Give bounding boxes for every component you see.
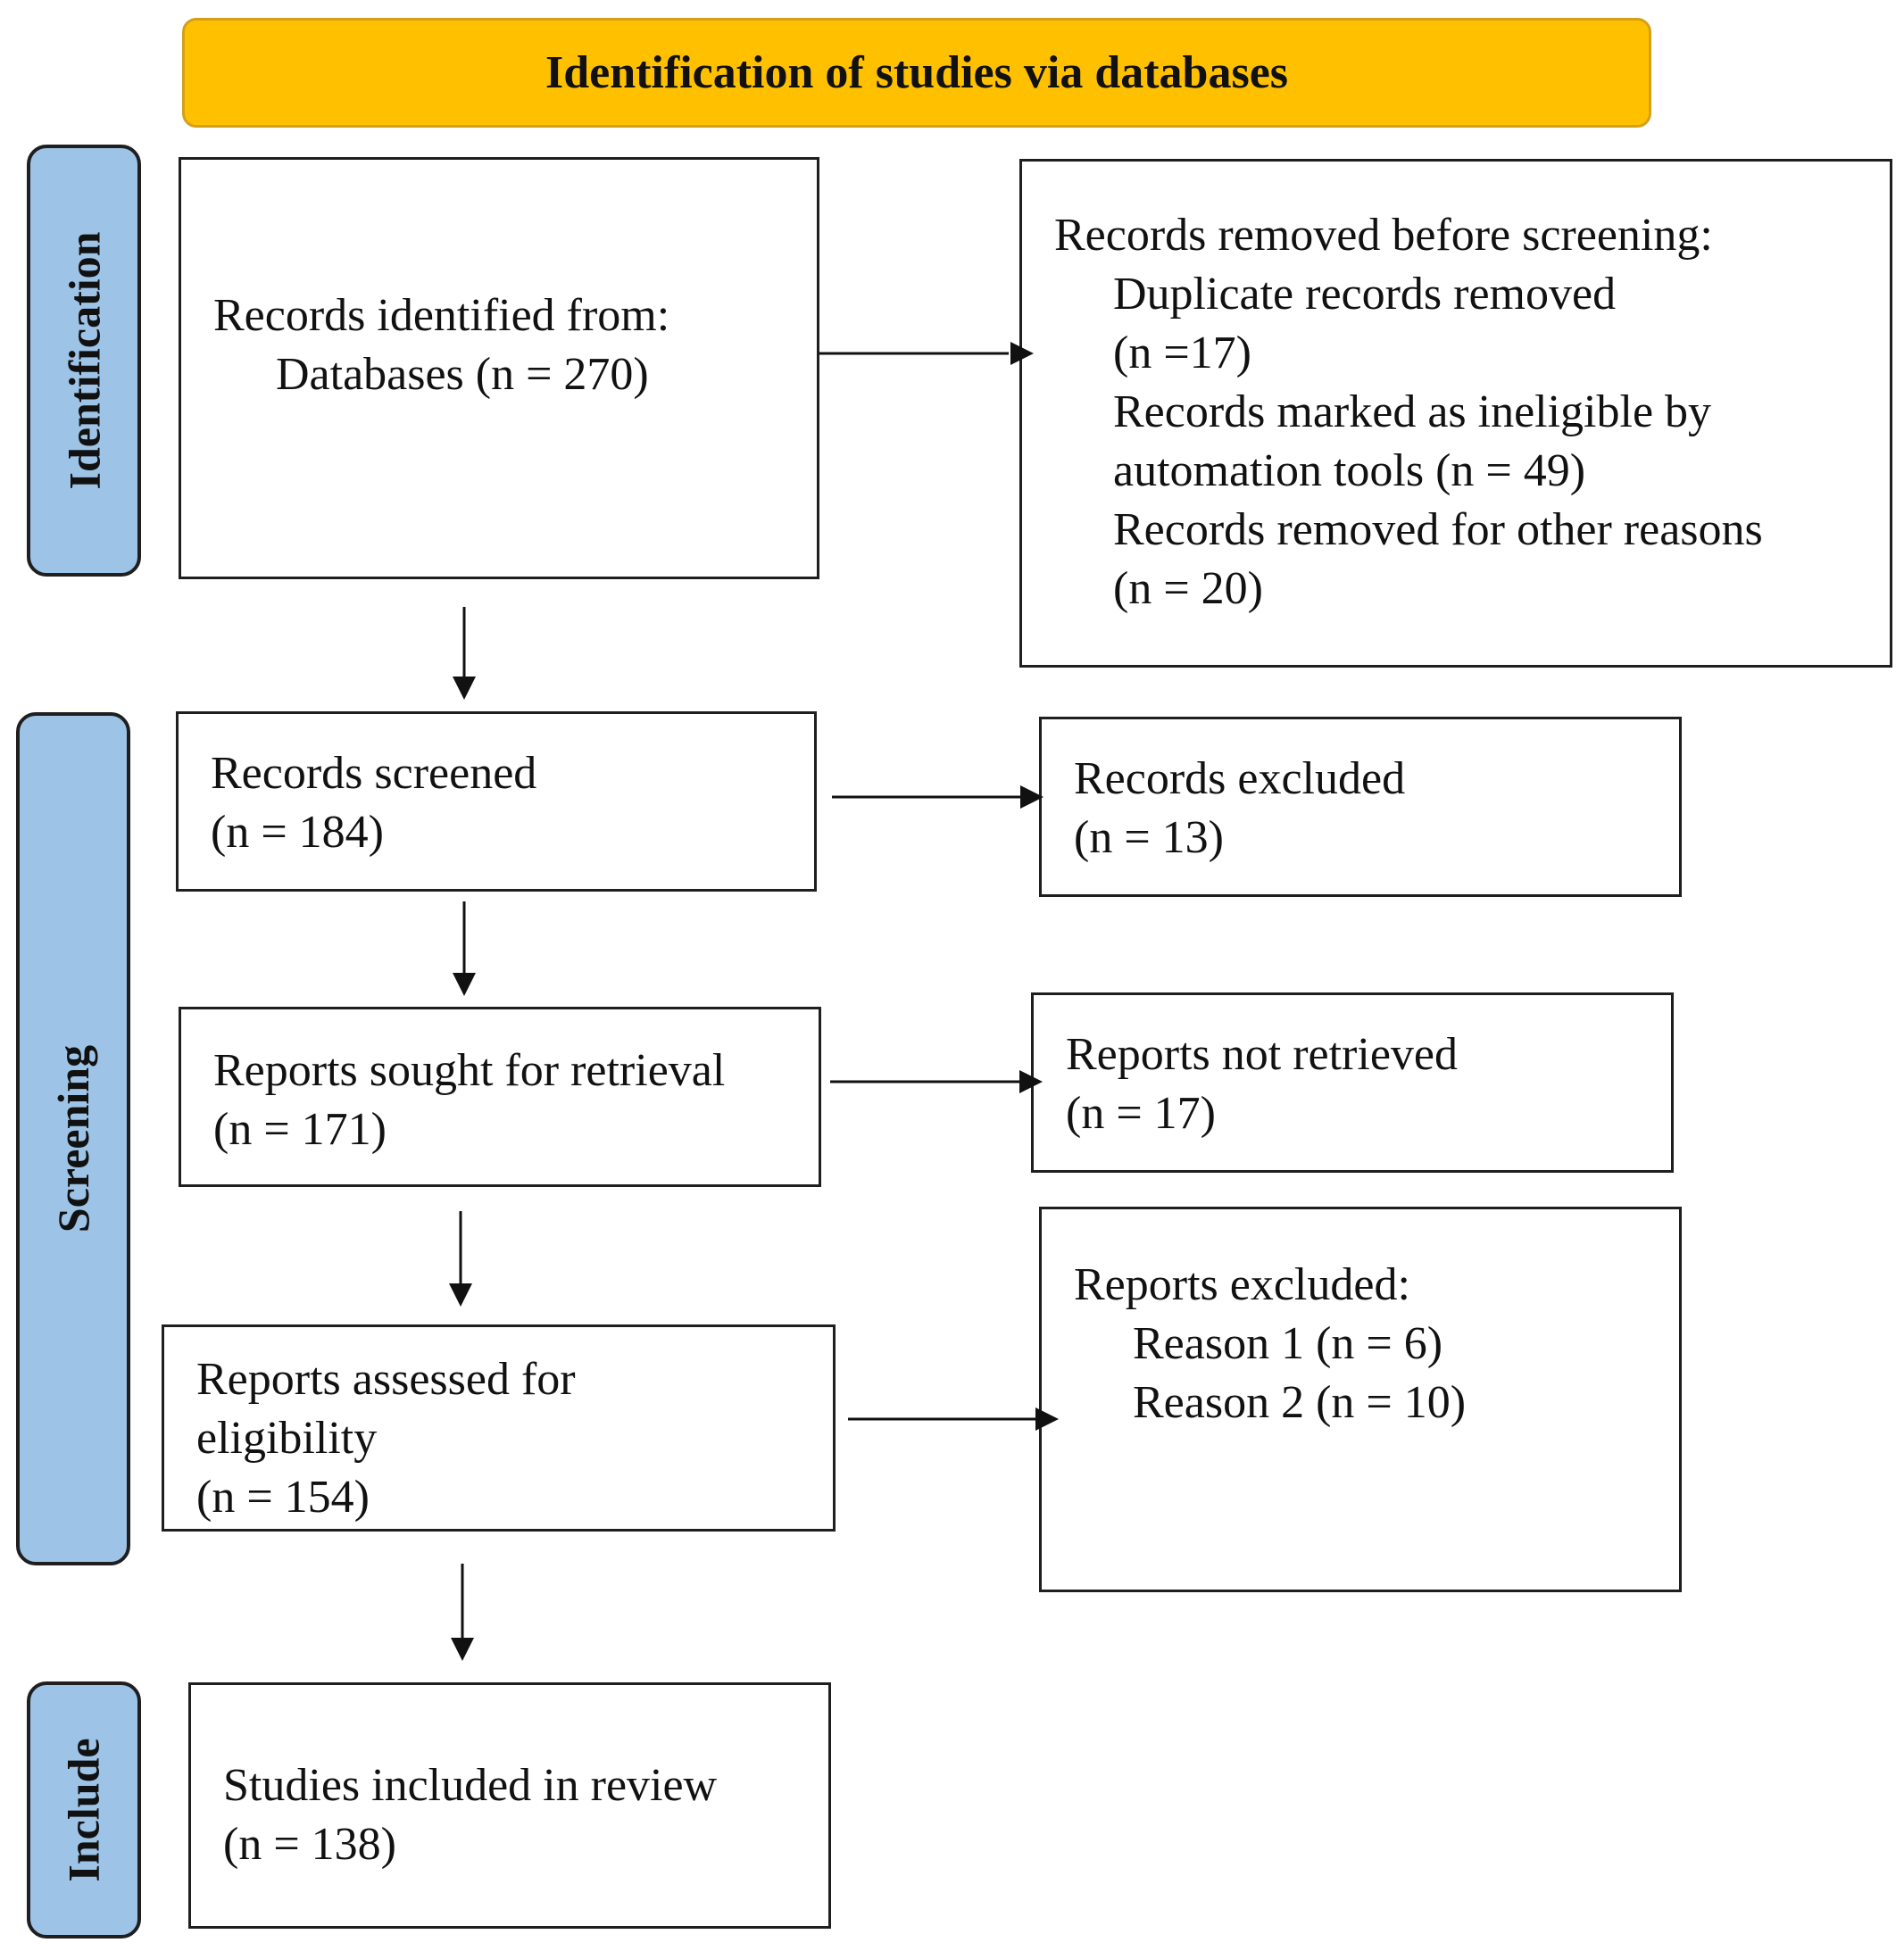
- arrowhead-identified-screened: [453, 677, 476, 700]
- reports-assessed-count: (n = 154): [196, 1472, 370, 1523]
- ineligible-records-label: Records marked as ineligible by: [1113, 386, 1712, 437]
- reports-excluded-title: Reports excluded:: [1074, 1259, 1410, 1310]
- reports-sought-box: Reports sought for retrieval (n = 171): [179, 1007, 821, 1187]
- arrowhead-screened-excluded: [1020, 785, 1043, 809]
- ineligible-records-cont: automation tools (n = 49): [1113, 445, 1586, 496]
- reports-excluded-reason1: Reason 1 (n = 6): [1133, 1318, 1443, 1369]
- studies-included-count: (n = 138): [223, 1819, 396, 1870]
- duplicate-records-count: (n =17): [1113, 328, 1251, 378]
- duplicate-records-label: Duplicate records removed: [1113, 269, 1617, 320]
- arrowhead-identified-removed: [1010, 342, 1034, 365]
- reports-not-retrieved-box: Reports not retrieved (n = 17): [1031, 992, 1674, 1173]
- arrowhead-assessed-included: [451, 1638, 474, 1661]
- arrowhead-sought-not-retrieved: [1019, 1070, 1043, 1093]
- records-removed-box: Records removed before screening: Duplic…: [1019, 159, 1892, 668]
- records-removed-title: Records removed before screening:: [1054, 210, 1713, 261]
- reports-sought-count: (n = 171): [213, 1104, 387, 1155]
- phase-identification: Identification: [27, 145, 141, 577]
- records-excluded-box: Records excluded (n = 13): [1039, 717, 1682, 897]
- other-reasons-label: Records removed for other reasons: [1113, 504, 1763, 555]
- phase-include: Include: [27, 1681, 141, 1939]
- arrowhead-screened-sought: [453, 973, 476, 996]
- reports-sought-label: Reports sought for retrieval: [213, 1045, 726, 1096]
- header-title: Identification of studies via databases: [545, 47, 1289, 98]
- records-screened-label: Records screened: [211, 748, 537, 799]
- reports-not-retrieved-count: (n = 17): [1066, 1088, 1216, 1139]
- reports-assessed-box: Reports assessed for eligibility (n = 15…: [162, 1324, 836, 1532]
- reports-not-retrieved-label: Reports not retrieved: [1066, 1029, 1458, 1080]
- reports-excluded-reason2: Reason 2 (n = 10): [1133, 1377, 1467, 1428]
- records-screened-box: Records screened (n = 184): [176, 711, 817, 892]
- records-identified-line2: Databases (n = 270): [276, 349, 649, 400]
- studies-included-label: Studies included in review: [223, 1760, 718, 1811]
- studies-included-box: Studies included in review (n = 138): [188, 1682, 831, 1929]
- records-excluded-label: Records excluded: [1074, 753, 1406, 804]
- arrowhead-sought-assessed: [449, 1283, 472, 1307]
- records-screened-count: (n = 184): [211, 807, 384, 858]
- reports-excluded-box: Reports excluded: Reason 1 (n = 6) Reaso…: [1039, 1207, 1682, 1592]
- reports-assessed-label2: eligibility: [196, 1413, 378, 1464]
- reports-assessed-label1: Reports assessed for: [196, 1354, 576, 1405]
- records-identified-line1: Records identified from:: [213, 290, 670, 341]
- other-reasons-count: (n = 20): [1113, 563, 1263, 614]
- arrowhead-assessed-excluded: [1035, 1407, 1059, 1431]
- header-banner: Identification of studies via databases: [182, 18, 1651, 128]
- records-identified-box: Records identified from: Databases (n = …: [179, 157, 819, 579]
- phase-screening: Screening: [16, 712, 130, 1565]
- records-excluded-count: (n = 13): [1074, 812, 1224, 863]
